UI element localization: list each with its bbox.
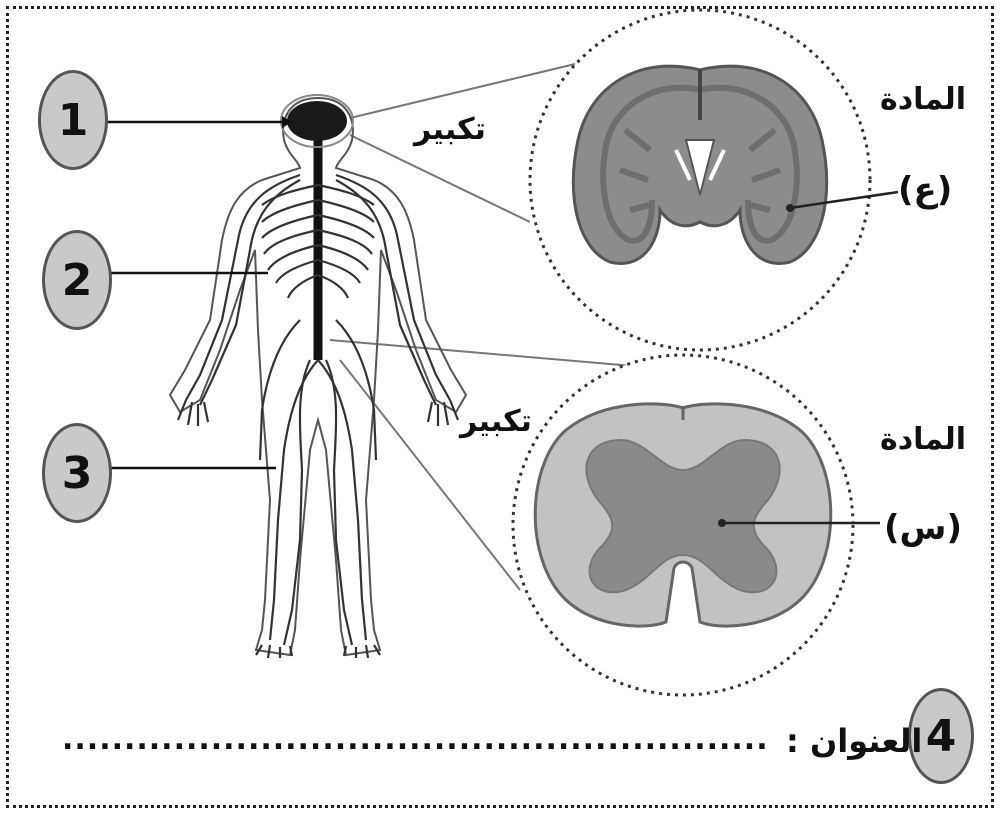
badge-3-text: 3 bbox=[62, 448, 93, 499]
badge-4-text: 4 bbox=[926, 711, 957, 762]
matter-label-bottom: المادة bbox=[880, 422, 966, 457]
badge-1: 1 bbox=[38, 70, 108, 170]
badge-1-text: 1 bbox=[58, 95, 89, 146]
matter-label-top: المادة bbox=[880, 82, 966, 117]
human-nervous-system-figure bbox=[170, 98, 466, 658]
badge-2: 2 bbox=[42, 230, 112, 330]
title-answer-blank: ........................................… bbox=[62, 722, 782, 757]
brain-on-figure bbox=[287, 101, 347, 141]
badge-2-text: 2 bbox=[62, 255, 93, 306]
badge-3: 3 bbox=[42, 423, 112, 523]
title-label: العنوان : bbox=[786, 722, 922, 760]
magnify-label-top: تكبير bbox=[414, 112, 486, 147]
magnify-label-bottom: تكبير bbox=[460, 404, 532, 439]
pointer-dot-top bbox=[786, 204, 794, 212]
letter-label-top: (ع) bbox=[898, 170, 952, 210]
letter-label-bottom: (س) bbox=[884, 508, 962, 548]
magnify-line-top-2 bbox=[350, 135, 530, 222]
magnify-line-top-1 bbox=[350, 64, 575, 118]
pointer-dot-bottom bbox=[718, 519, 726, 527]
